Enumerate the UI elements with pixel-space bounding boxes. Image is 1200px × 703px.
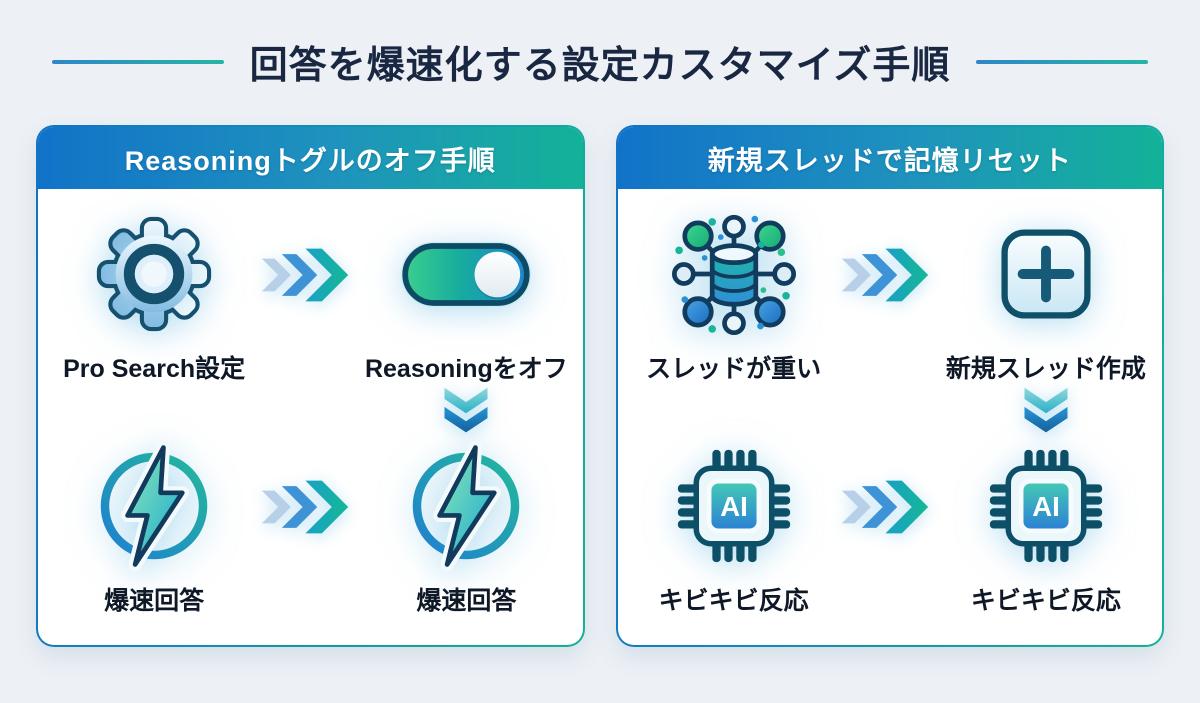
- network-database-icon: [663, 203, 805, 345]
- step-label: Pro Search設定: [63, 355, 246, 383]
- panel-header: Reasoningトグルのオフ手順: [38, 127, 583, 189]
- title-line-left: [51, 59, 224, 64]
- step-label: キビキビ反応: [970, 587, 1121, 615]
- step-label: スレッドが重い: [646, 355, 822, 383]
- step-label: 爆速回答: [416, 587, 517, 615]
- step-pro-search-settings: Pro Search設定: [63, 203, 245, 385]
- panel-body: Pro Search設定 Reasoningをオフ 爆速回答: [38, 189, 583, 645]
- panels-container: Reasoningトグルのオフ手順 Pro Search設定 Reasoning…: [0, 125, 1200, 647]
- arrow-right-icon: [840, 243, 940, 307]
- title-row: 回答を爆速化する設定カスタマイズ手順: [0, 34, 1200, 89]
- panel-reasoning-toggle: Reasoningトグルのオフ手順 Pro Search設定 Reasoning…: [36, 125, 585, 647]
- step-fast-answer-left: 爆速回答: [88, 435, 220, 617]
- icon-box: [88, 435, 220, 577]
- ai-chip-icon: [665, 437, 803, 575]
- step-fast-answer-right: 爆速回答: [400, 435, 532, 617]
- step-label: Reasoningをオフ: [364, 355, 568, 383]
- arrow-right-icon: [260, 475, 360, 539]
- step-reasoning-off: Reasoningをオフ: [365, 203, 568, 385]
- page-title: 回答を爆速化する設定カスタマイズ手順: [249, 45, 951, 87]
- panel-inner: Reasoningトグルのオフ手順 Pro Search設定 Reasoning…: [38, 127, 583, 645]
- panel-header: 新規スレッドで記憶リセット: [617, 127, 1162, 189]
- lightning-bolt-icon: [400, 440, 532, 572]
- icon-box: [663, 203, 805, 345]
- arrow-down-icon: [438, 383, 494, 434]
- arrow-down-icon: [1018, 383, 1074, 434]
- step-heavy-thread: スレッドが重い: [646, 203, 821, 385]
- arrow-right-icon: [260, 243, 360, 307]
- icon-box: [983, 203, 1109, 345]
- title-line-right: [976, 59, 1149, 64]
- icon-box: [400, 435, 532, 577]
- panel-new-thread-reset: 新規スレッドで記憶リセット スレッドが重い 新規スレッド作成: [615, 125, 1164, 647]
- panel-inner: 新規スレッドで記憶リセット スレッドが重い 新規スレッド作成: [617, 127, 1163, 645]
- lightning-bolt-icon: [88, 440, 220, 572]
- icon-box: [665, 435, 803, 577]
- icon-box: [90, 203, 218, 345]
- panel-header-text: 新規スレッドで記憶リセット: [707, 145, 1072, 176]
- step-label: キビキビ反応: [658, 587, 809, 615]
- step-label: 爆速回答: [104, 587, 205, 615]
- gear-icon: [90, 210, 218, 338]
- step-create-new-thread: 新規スレッド作成: [946, 203, 1146, 385]
- new-thread-plus-icon: [983, 211, 1109, 337]
- toggle-off-icon: [390, 227, 542, 322]
- panel-body: スレッドが重い 新規スレッド作成 キビキビ反応: [618, 189, 1163, 645]
- arrow-right-icon: [840, 475, 940, 539]
- step-snappy-response-right: キビキビ反応: [971, 435, 1121, 617]
- panel-header-text: Reasoningトグルのオフ手順: [124, 145, 496, 176]
- step-snappy-response-left: キビキビ反応: [659, 435, 809, 617]
- step-label: 新規スレッド作成: [945, 355, 1146, 383]
- icon-box: [977, 435, 1115, 577]
- icon-box: [390, 203, 542, 345]
- ai-chip-icon: [977, 437, 1115, 575]
